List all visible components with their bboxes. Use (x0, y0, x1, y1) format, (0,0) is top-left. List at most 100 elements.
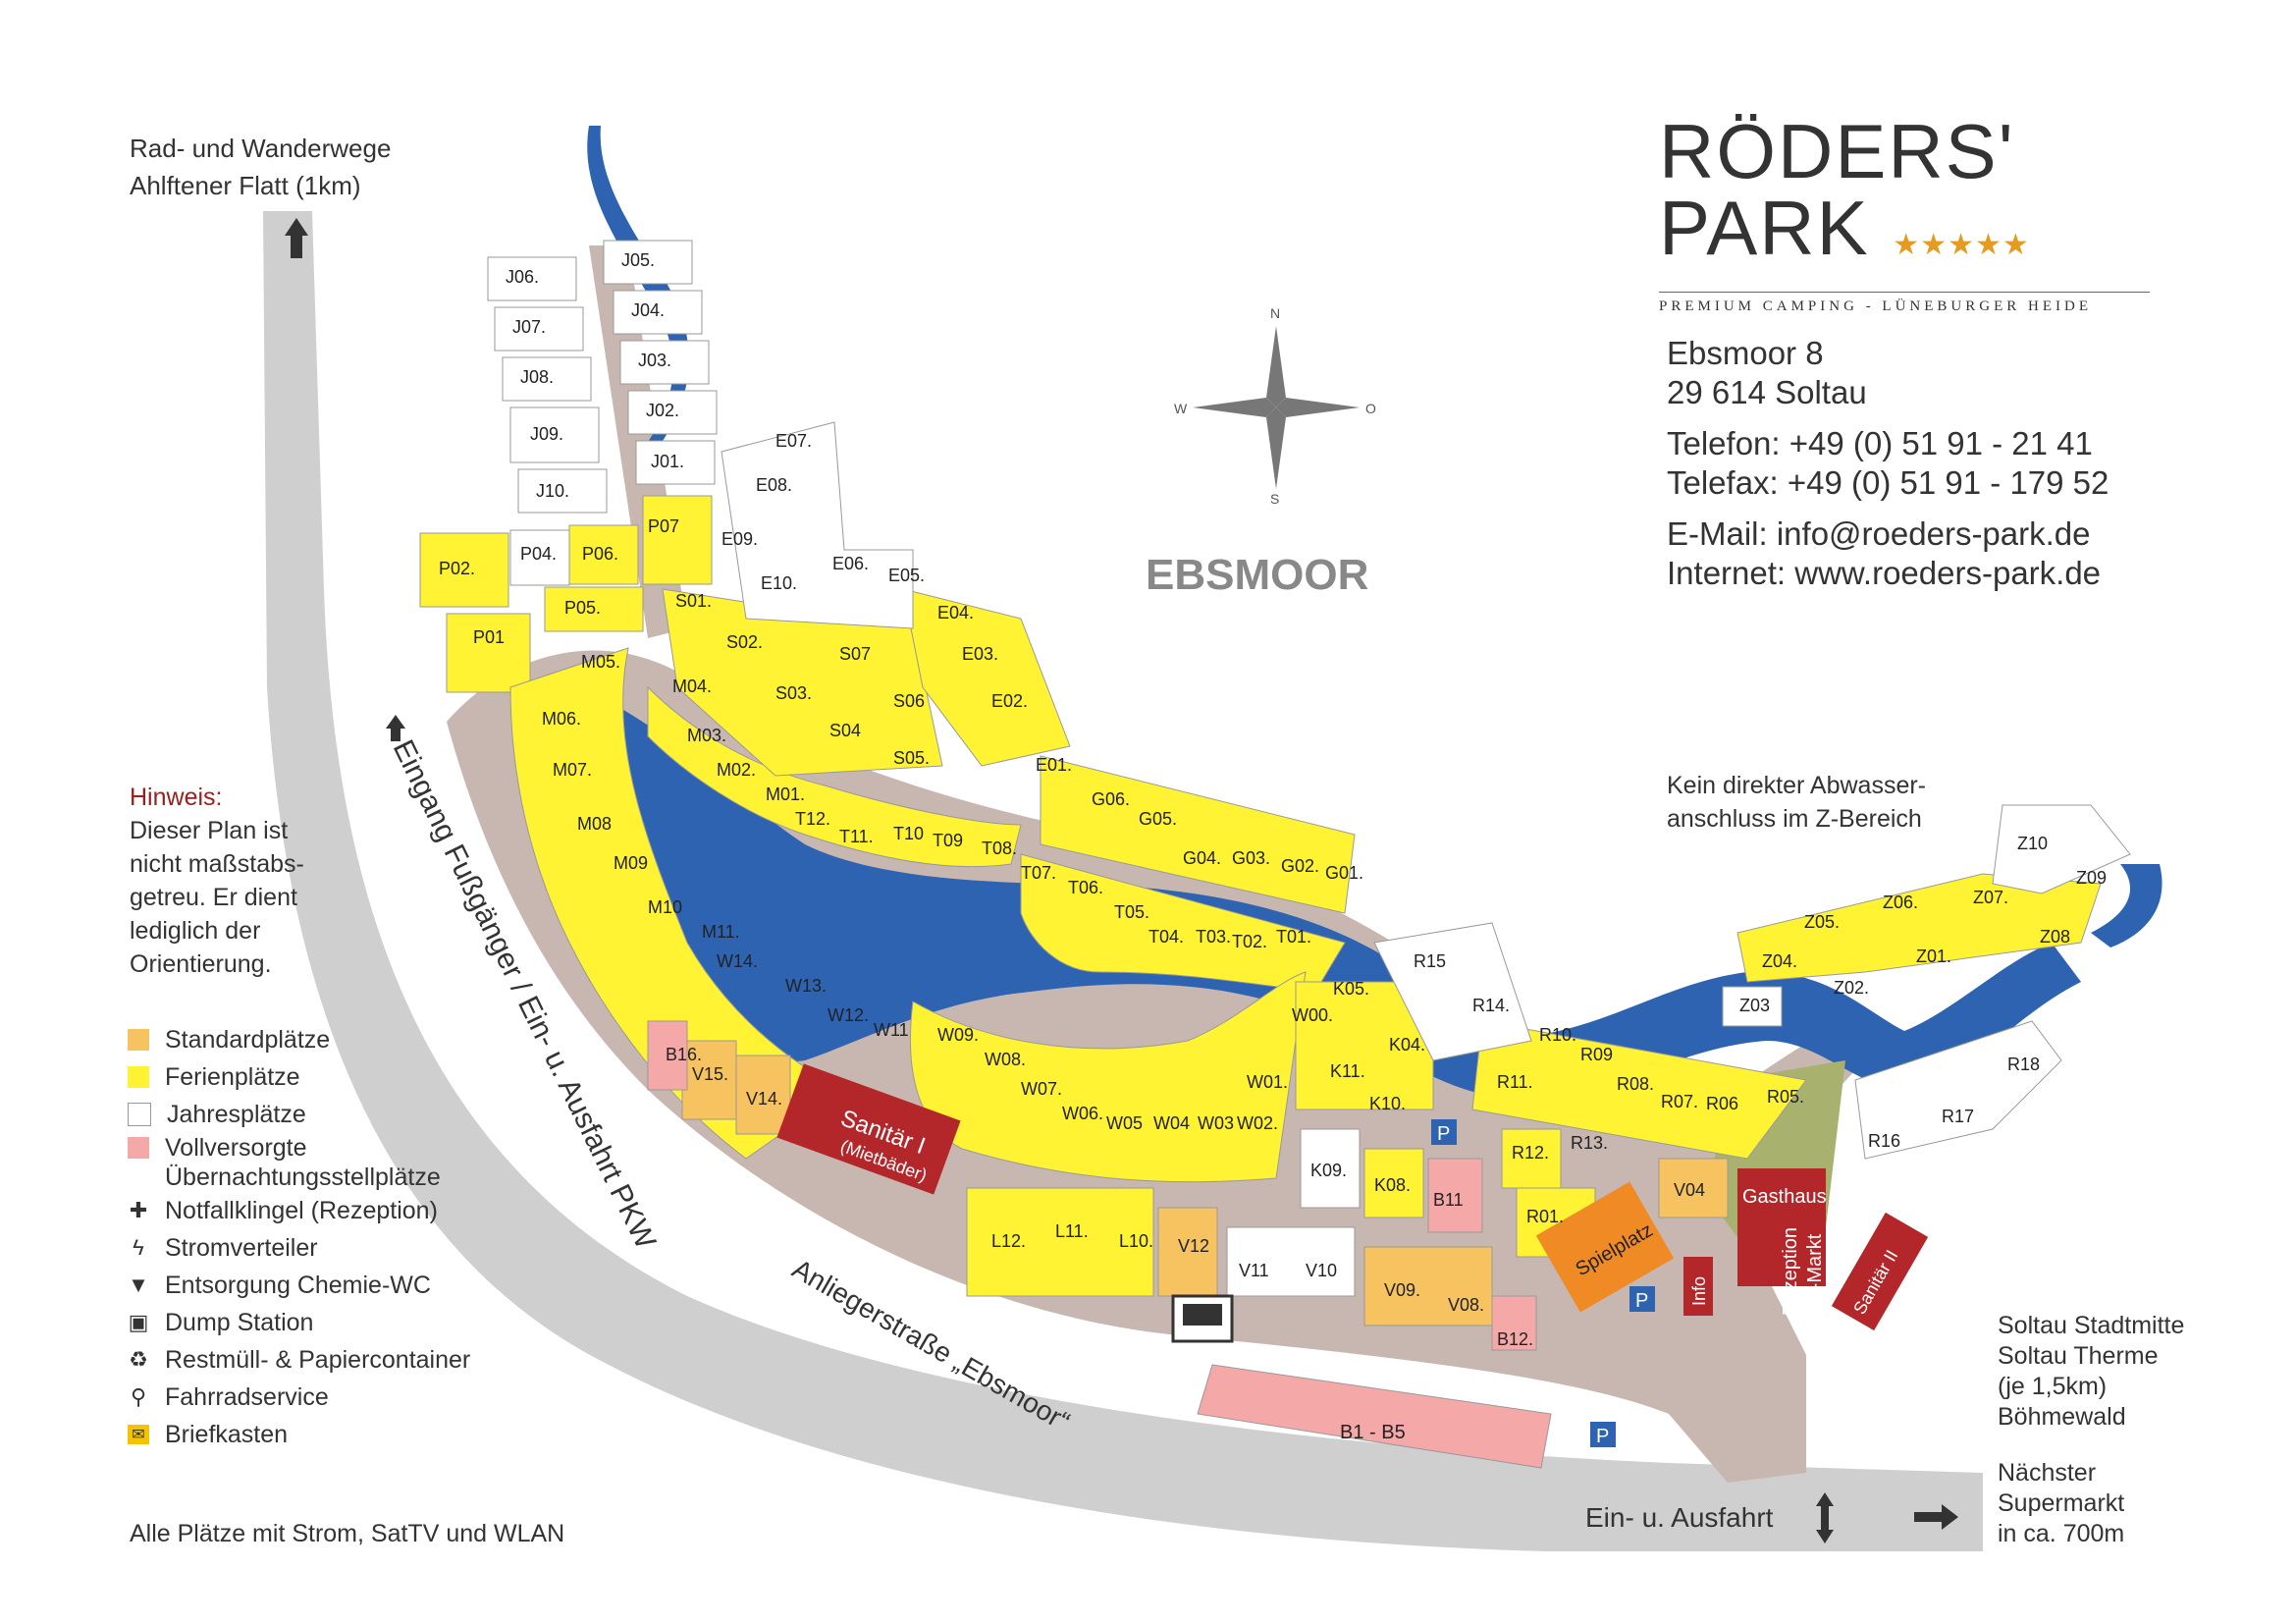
site-block-r-east[interactable] (1854, 1020, 2062, 1160)
contact-email[interactable]: E-Mail: info@roeders-park.de (1667, 515, 2091, 552)
site-k08[interactable] (1363, 1148, 1424, 1218)
site-j[interactable] (635, 440, 716, 485)
site-label: R07. (1661, 1092, 1698, 1111)
site-label: M06. (542, 709, 581, 729)
site-label: T04. (1148, 927, 1184, 947)
site-v12[interactable] (1157, 1207, 1218, 1297)
site-label: T05. (1114, 902, 1149, 922)
site-label: Z06. (1883, 893, 1918, 912)
site-label: S06 (893, 691, 925, 711)
site-j[interactable] (502, 356, 592, 402)
wastewater-line1: Kein direkter Abwasser- (1667, 772, 1927, 799)
wastewater-note: Kein direkter Abwasser- anschluss im Z-B… (1667, 769, 1926, 836)
site-label: Z07. (1973, 888, 2008, 907)
site-j[interactable] (517, 468, 608, 514)
site-label: W06. (1062, 1104, 1103, 1123)
site-label: J05. (621, 250, 655, 270)
site-p[interactable] (544, 586, 644, 632)
site-b12[interactable] (1491, 1295, 1537, 1351)
site-label: V09. (1384, 1280, 1420, 1300)
site-v11-v10[interactable] (1226, 1226, 1356, 1297)
site-label: S02. (726, 632, 763, 652)
site-label: E07. (775, 431, 812, 451)
legend-jahres: Jahresplätze (128, 1096, 470, 1133)
parking-label-3: P (1635, 1290, 1648, 1312)
sanitaer-2-building (1831, 1212, 1929, 1331)
site-p[interactable] (419, 532, 509, 608)
site-block-r-white[interactable] (1373, 922, 1532, 1061)
site-label: J09. (530, 424, 563, 444)
site-block-e-white[interactable] (721, 421, 914, 629)
site-block-l[interactable] (966, 1187, 1154, 1297)
site-j[interactable] (487, 256, 577, 301)
river-east (2091, 864, 2163, 947)
site-v14[interactable] (735, 1055, 791, 1135)
site-b11[interactable] (1427, 1158, 1483, 1233)
contact-city: 29 614 Soltau (1667, 374, 1867, 410)
site-label: E04. (937, 603, 974, 623)
site-j[interactable] (619, 340, 710, 385)
site-label: R10. (1539, 1025, 1576, 1045)
legend-label: Ferienplätze (165, 1062, 300, 1091)
site-j[interactable] (603, 240, 693, 285)
site-label: S05. (893, 748, 930, 768)
legend-dump: ▣Dump Station (128, 1304, 470, 1341)
site-b1-b5[interactable] (1197, 1364, 1552, 1469)
legend-voll: Vollversorgte (128, 1133, 470, 1163)
site-label: Z02. (1834, 978, 1869, 998)
site-v15[interactable] (681, 1040, 737, 1120)
contact-street: Ebsmoor 8 (1667, 335, 1824, 371)
legend-recycle: ♻Restmüll- & Papiercontainer (128, 1341, 470, 1379)
site-j[interactable] (613, 290, 703, 335)
site-label: G06. (1092, 789, 1130, 809)
contact-web[interactable]: Internet: www.roeders-park.de (1667, 555, 2102, 591)
site-j[interactable] (509, 406, 600, 463)
site-label: B16. (666, 1045, 702, 1064)
site-label: E05. (888, 566, 925, 585)
site-label: Z05. (1804, 912, 1840, 932)
site-label: J08. (520, 367, 554, 387)
legend-label: Fahrradservice (165, 1382, 329, 1411)
site-j[interactable] (627, 390, 718, 435)
site-v04[interactable] (1658, 1158, 1729, 1218)
site-block-r[interactable] (1471, 1020, 1807, 1160)
site-p[interactable] (509, 529, 570, 586)
hint-block: Hinweis: Dieser Plan ist nicht maßstabs-… (130, 781, 304, 981)
logo: RÖDERS' PARK ★★★★★ PREMIUM CAMPING - LÜN… (1659, 113, 2150, 315)
site-label: E03. (962, 644, 998, 664)
compass-icon (1193, 326, 1360, 489)
site-label: R01. (1526, 1207, 1564, 1226)
site-k09[interactable] (1300, 1128, 1361, 1209)
legend-brief: ✉Briefkasten (128, 1416, 470, 1453)
site-z03[interactable] (1722, 986, 1783, 1027)
bicycle-icon: ⚲ (130, 1384, 147, 1409)
site-label: Z08 (2040, 927, 2070, 947)
triangle-down-icon: ▼ (128, 1272, 149, 1297)
site-p[interactable] (642, 495, 713, 585)
legend-label: Briefkasten (165, 1420, 289, 1448)
exit-label: Ein- u. Ausfahrt (1585, 1502, 1774, 1533)
site-j[interactable] (494, 306, 584, 352)
site-label: Z10 (2017, 834, 2048, 853)
site-block-z-white[interactable] (1992, 804, 2131, 894)
site-label: K08. (1374, 1175, 1411, 1195)
site-block-z[interactable] (1736, 873, 2102, 983)
site-label: W08. (985, 1050, 1026, 1069)
site-label: S07 (839, 644, 871, 664)
site-p[interactable] (568, 524, 639, 585)
logo-stars: ★★★★★ (1893, 229, 2030, 261)
site-label: V11 (1239, 1261, 1269, 1280)
site-b16[interactable] (647, 1020, 688, 1091)
site-block-g[interactable] (1040, 755, 1356, 914)
site-label: G02. (1281, 856, 1319, 876)
site-block-e[interactable] (902, 588, 1071, 767)
site-p[interactable] (446, 613, 531, 693)
site-v09-v08[interactable] (1363, 1246, 1493, 1326)
legend-label: Vollversorgte (165, 1133, 307, 1162)
site-label: W07. (1021, 1079, 1062, 1099)
site-block-mt[interactable] (647, 685, 1022, 868)
site-label: M03. (687, 726, 726, 745)
site-r12[interactable] (1501, 1128, 1562, 1189)
